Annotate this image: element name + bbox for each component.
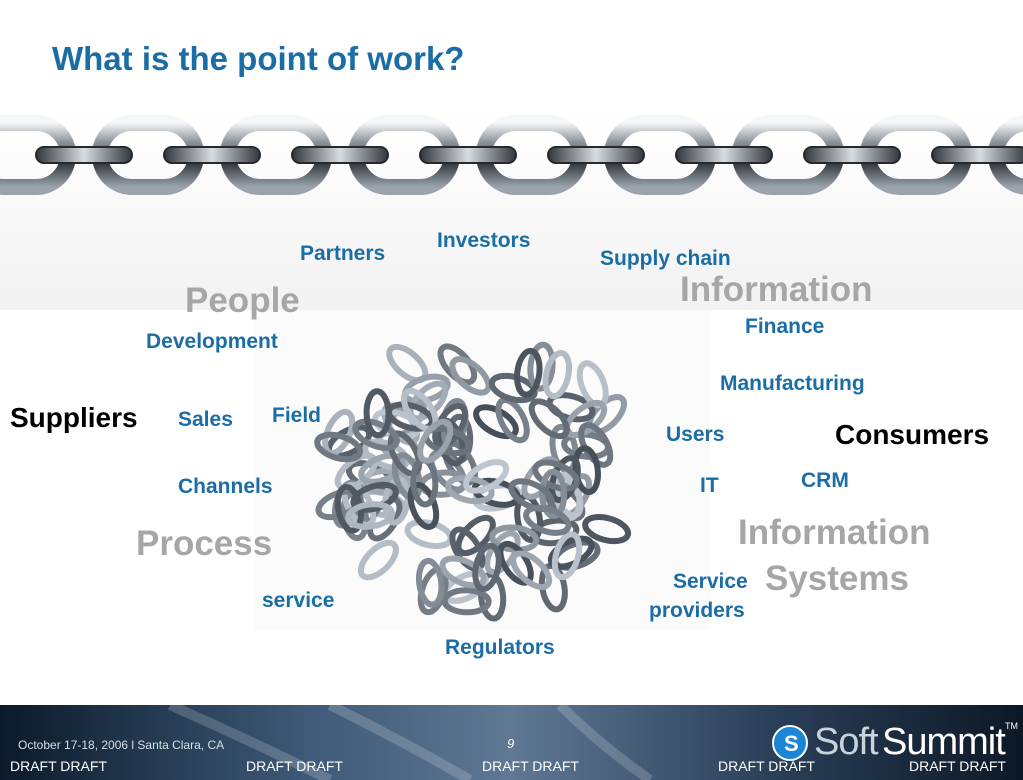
pile-chain-link	[551, 531, 583, 581]
pile-chain-link	[528, 398, 570, 440]
chain-pile-image	[255, 310, 710, 630]
pile-chain-link	[358, 452, 406, 485]
label-supply-chain: Supply chain	[600, 247, 731, 270]
label-service: service	[262, 589, 335, 612]
pile-chain-link	[437, 343, 478, 386]
pile-chain-link	[463, 459, 510, 494]
logo-summit-text: Summit	[882, 721, 1006, 763]
pile-chain-link	[314, 431, 363, 463]
label-information-systems-line2: Systems	[765, 559, 909, 598]
pile-chain-link	[472, 542, 502, 593]
chain-link	[35, 146, 133, 164]
logo-trademark: TM	[1005, 721, 1018, 731]
label-regulators: Regulators	[445, 636, 555, 659]
tangled-chain-image	[314, 341, 632, 622]
pile-chain-link	[542, 349, 573, 400]
draft-label: DRAFT DRAFT	[909, 758, 1006, 774]
label-crm: CRM	[801, 469, 849, 492]
draft-label: DRAFT DRAFT	[10, 758, 107, 774]
pile-chain-link	[357, 539, 399, 581]
footer-background-image	[167, 705, 653, 780]
chain-link	[419, 146, 517, 164]
label-channels: Channels	[178, 475, 273, 498]
pile-chain-link	[439, 555, 487, 589]
pile-chain-link	[508, 478, 555, 513]
pile-chain-link	[445, 475, 495, 505]
softsummit-logo-icon: S	[772, 725, 808, 761]
chain-image-band	[0, 110, 1023, 310]
footer-bar: October 17-18, 2006 l Santa Clara, CA 9 …	[0, 705, 1023, 780]
pile-chain-link	[532, 459, 580, 492]
straight-chain-image	[0, 115, 1023, 195]
label-service-providers-line1: Service	[673, 570, 748, 593]
label-suppliers: Suppliers	[10, 402, 138, 433]
label-manufacturing: Manufacturing	[720, 372, 865, 395]
slide-title: What is the point of work?	[52, 40, 465, 77]
draft-label: DRAFT DRAFT	[482, 758, 579, 774]
pile-chain-link	[477, 571, 507, 622]
label-sales: Sales	[178, 408, 233, 431]
label-investors: Investors	[437, 229, 531, 252]
pile-chain-link	[417, 418, 454, 464]
pile-chain-link	[404, 519, 454, 550]
label-field: Field	[272, 404, 322, 427]
logo-soft-text: Soft	[814, 721, 879, 763]
pile-chain-link	[582, 514, 632, 545]
pile-chain-link	[441, 587, 492, 616]
label-partners: Partners	[300, 242, 386, 265]
label-development: Development	[146, 330, 278, 353]
label-people: People	[185, 281, 300, 320]
pile-chain-link	[455, 514, 496, 557]
softsummit-logo: S Soft Summit TM	[772, 721, 1018, 765]
pile-chain-link	[350, 481, 399, 513]
pile-chain-link	[514, 347, 543, 398]
chain-link	[931, 146, 1023, 164]
draft-label: DRAFT DRAFT	[246, 758, 343, 774]
chain-link	[675, 146, 773, 164]
chain-link	[803, 146, 901, 164]
chain-link	[163, 146, 261, 164]
pile-chain-link	[449, 356, 492, 396]
footer-date: October 17-18, 2006 l Santa Clara, CA	[18, 738, 225, 752]
label-information: Information	[680, 270, 873, 309]
pile-chain-link	[523, 504, 572, 536]
label-service-providers-line2: providers	[649, 599, 745, 622]
label-information-systems-line1: Information	[738, 513, 931, 552]
pile-chain-link	[363, 388, 392, 439]
draft-label: DRAFT DRAFT	[718, 758, 815, 774]
chain-link	[291, 146, 389, 164]
pile-chain-link	[495, 397, 530, 444]
pile-chain-link	[489, 524, 540, 553]
pile-chain-link	[539, 468, 568, 519]
chain-link	[547, 146, 645, 164]
pile-chain-link	[415, 557, 445, 608]
label-finance: Finance	[745, 315, 825, 338]
label-users: Users	[666, 423, 725, 446]
label-consumers: Consumers	[835, 419, 990, 450]
pile-chain-link	[527, 341, 556, 392]
label-process: Process	[136, 524, 273, 563]
label-it: IT	[700, 474, 719, 497]
pile-chain-link	[510, 550, 553, 591]
pile-chain-link	[345, 501, 395, 530]
pile-chain-link	[352, 418, 400, 451]
page-number: 9	[507, 736, 515, 751]
